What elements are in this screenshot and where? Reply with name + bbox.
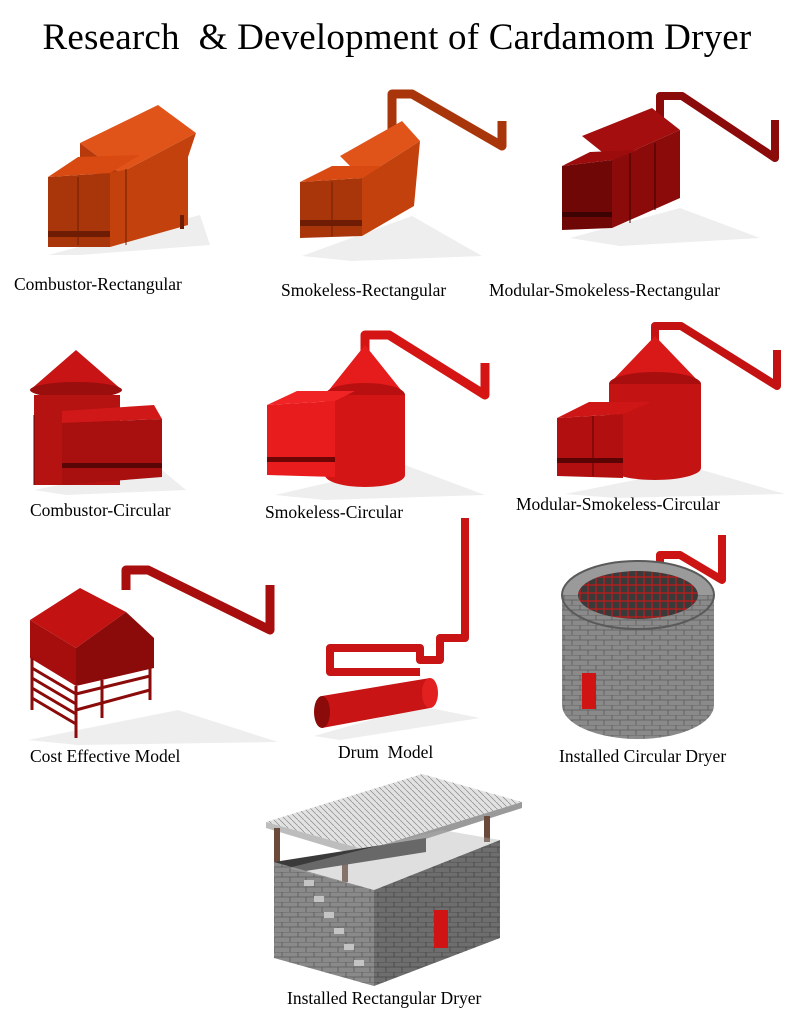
caption-drum-model: Drum Model — [338, 742, 434, 762]
caption-combustor-circular: Combustor-Circular — [30, 500, 171, 520]
caption-cost-effective: Cost Effective Model — [30, 746, 181, 766]
caption-smokeless-circular: Smokeless-Circular — [265, 502, 404, 522]
drum-model-figure — [314, 518, 480, 740]
combustor-rectangular-figure — [48, 105, 210, 255]
caption-installed-circular: Installed Circular Dryer — [559, 746, 727, 766]
combustor-circular-figure — [30, 350, 186, 495]
modular-smokeless-rectangular-figure — [562, 92, 779, 246]
caption-installed-rectangular: Installed Rectangular Dryer — [287, 988, 482, 1008]
installed-circular-figure — [561, 535, 726, 739]
page-title: Research & Development of Cardamom Dryer — [42, 17, 752, 58]
smokeless-circular-figure — [267, 330, 490, 500]
installed-rectangular-figure — [266, 774, 522, 986]
cost-effective-figure — [28, 565, 278, 745]
caption-smokeless-rectangular: Smokeless-Rectangular — [281, 280, 447, 300]
caption-modular-smokeless-circular: Modular-Smokeless-Circular — [516, 494, 720, 514]
caption-modular-smokeless-rectangular: Modular-Smokeless-Rectangular — [489, 280, 720, 300]
caption-combustor-rectangular: Combustor-Rectangular — [14, 274, 182, 294]
modular-smokeless-circular-figure — [557, 322, 785, 498]
smokeless-rectangular-figure — [300, 89, 507, 261]
